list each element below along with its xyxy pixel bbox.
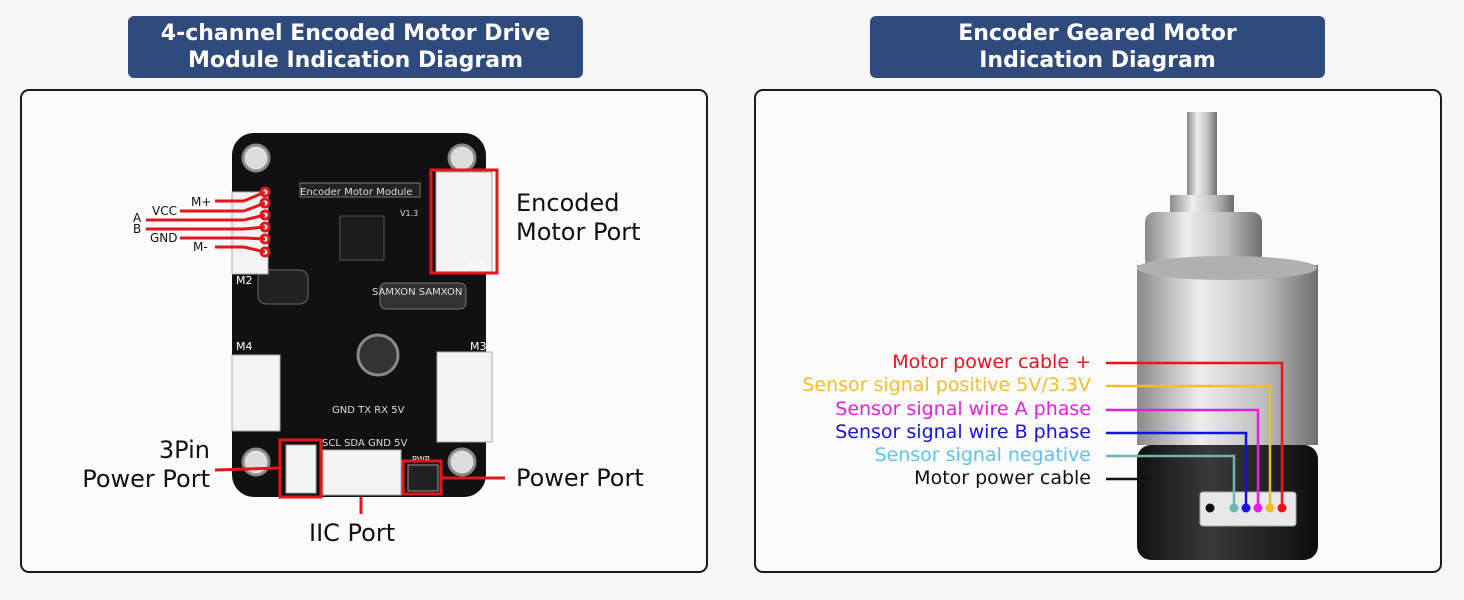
iic-port-label: IIC Port	[309, 519, 396, 547]
board-wire-callouts	[146, 168, 505, 514]
right-title: Encoder Geared Motor Indication Diagram	[870, 16, 1325, 78]
wire-dot-4	[1229, 503, 1239, 513]
wire-dot-1	[1265, 503, 1275, 513]
left-title-line2: Module Indication Diagram	[187, 48, 524, 73]
wire-label-a: A	[133, 211, 142, 225]
board-m2: M2	[236, 274, 253, 287]
wire-label-mminus: M-	[193, 240, 208, 254]
pin3-power-port-label: 3Pin Power Port	[82, 436, 210, 494]
board-m1: M1	[470, 260, 487, 273]
right-title-line2: Indication Diagram	[979, 48, 1216, 73]
wire-dot-3	[1241, 503, 1251, 513]
wire-label-mplus: M+	[191, 195, 211, 209]
power-port-label: Power Port	[516, 464, 644, 492]
pin3-power-line2: Power Port	[82, 465, 210, 493]
right-title-line1: Encoder Geared Motor	[958, 21, 1237, 46]
left-title-line1: 4-channel Encoded Motor Drive	[160, 21, 551, 46]
wire-line-3	[1106, 431, 1248, 507]
motor-wire-lines	[1106, 361, 1287, 513]
right-panel	[754, 89, 1442, 573]
board-module-name: Encoder Motor Module	[300, 187, 413, 198]
wire-label-2: Sensor signal wire A phase	[835, 398, 1091, 420]
encoded-motor-port-label: Encoded Motor Port	[516, 189, 641, 247]
wire-line-0	[1106, 361, 1284, 507]
board-iic-text: SCL SDA GND 5V	[322, 438, 407, 449]
wire-dot-2	[1253, 503, 1263, 513]
wire-label-b: B	[133, 222, 141, 236]
board-cap-text: SAMXON SAMXON	[372, 287, 462, 298]
wire-dot-5	[1205, 503, 1215, 513]
pin3-power-line1: 3Pin	[158, 436, 210, 464]
encoded-motor-port-line1: Encoded	[516, 189, 620, 217]
board-version: V1.3	[400, 209, 418, 218]
board-wire-labels: M+ VCC A B GND M-	[133, 195, 211, 254]
motor-driver-board: Encoder Motor Module V1.3 GND TX RX 5V S…	[231, 133, 493, 497]
wire-label-4: Sensor signal negative	[874, 444, 1091, 466]
wire-label-gnd: GND	[150, 231, 178, 245]
wire-label-0: Motor power cable +	[892, 351, 1091, 373]
board-uart-text: GND TX RX 5V	[332, 405, 405, 416]
wire-label-vcc: VCC	[152, 204, 177, 218]
wire-label-3: Sensor signal wire B phase	[835, 421, 1091, 443]
board-m4: M4	[236, 340, 253, 353]
wire-line-4	[1106, 454, 1236, 507]
wire-dot-0	[1277, 503, 1287, 513]
wire-line-1	[1106, 384, 1272, 507]
left-title: 4-channel Encoded Motor Drive Module Ind…	[128, 16, 583, 78]
board-m3: M3	[470, 340, 487, 353]
encoded-motor-port-line2: Motor Port	[516, 218, 641, 246]
wire-label-5: Motor power cable	[914, 467, 1091, 489]
wire-line-2	[1106, 408, 1260, 507]
encoder-geared-motor	[1137, 112, 1318, 560]
wire-label-1: Sensor signal positive 5V/3.3V	[802, 374, 1091, 396]
